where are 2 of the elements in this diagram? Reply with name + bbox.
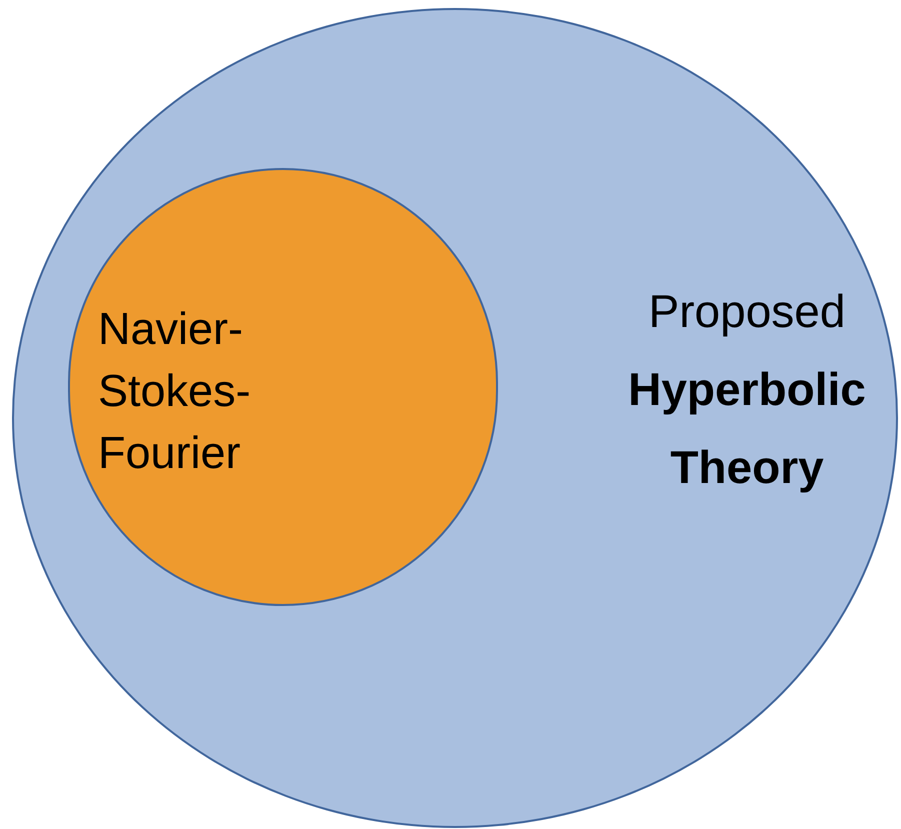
node-label: Navier- Stokes- Fourier bbox=[98, 302, 252, 480]
node-label: Proposed Hyperbolic Theory bbox=[627, 284, 867, 495]
